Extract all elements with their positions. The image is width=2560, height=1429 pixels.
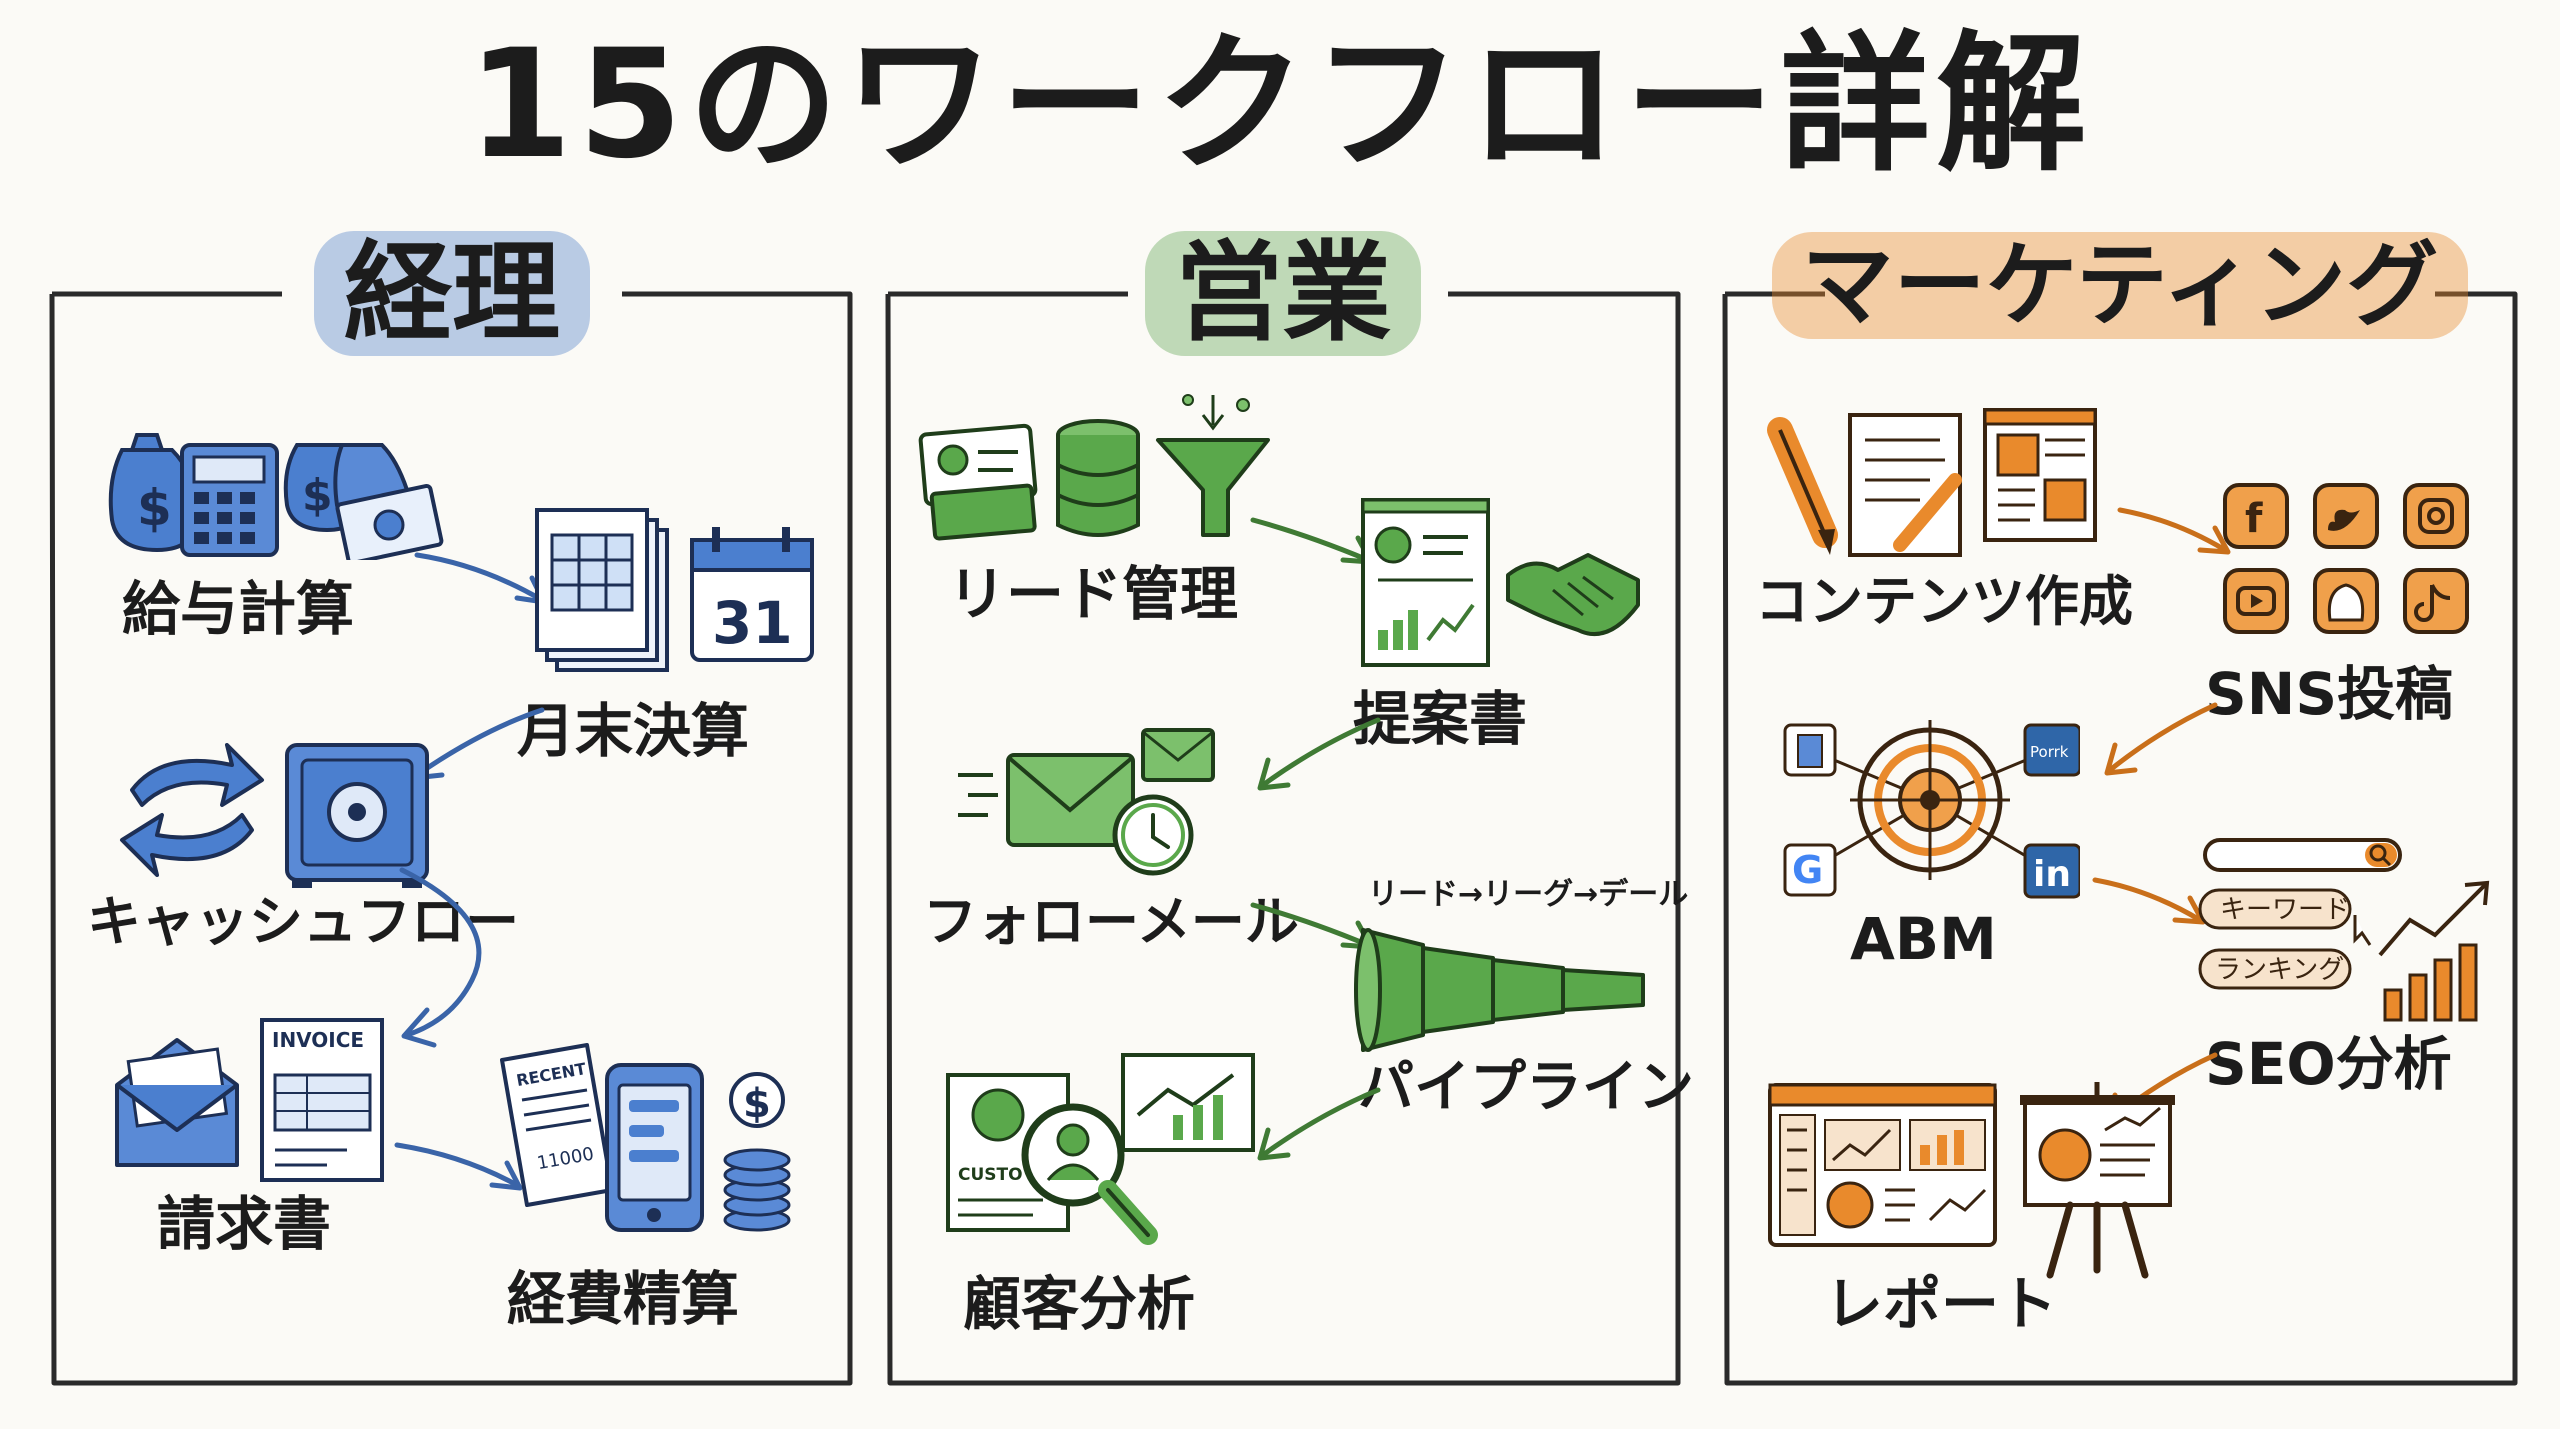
report-icon (1768, 1082, 2175, 1279)
pipeline-stages: リード→リーグ→デール (1368, 877, 1689, 912)
item-lead-management: リード管理 (948, 560, 1239, 628)
item-sns: SNS投稿 (2205, 660, 2454, 728)
item-cashflow: キャッシュフロー (87, 890, 519, 953)
item-abm: ABM (1850, 905, 1997, 973)
svg-text:$: $ (302, 470, 333, 521)
arrow-icon (394, 1142, 523, 1191)
proposal-icon (1361, 498, 1640, 667)
arrow-icon (2104, 702, 2218, 776)
payroll-icon: $ $ (108, 433, 444, 560)
panel-heading: 営業 (888, 231, 1678, 356)
follow-mail-icon (958, 728, 1215, 876)
arrow-icon (399, 867, 482, 1048)
item-follow-mail: フォローメール (923, 890, 1299, 953)
lead-management-icon (918, 394, 1270, 541)
linkedin-text: in (2033, 854, 2071, 895)
item-month-end: 月末決算 (517, 697, 750, 765)
svg-text:f: f (2245, 496, 2263, 542)
panel-heading: マーケティング (1725, 232, 2515, 339)
svg-text:$: $ (743, 1081, 771, 1127)
panel-sales: 営業 リード管理 提案書 (885, 231, 1694, 1386)
item-expense: 経費精算 (507, 1265, 740, 1333)
item-report: レポート (1825, 1270, 2058, 1338)
panel-frame (885, 291, 1681, 1386)
arrow-icon (2117, 507, 2231, 555)
svg-text:G: G (1792, 848, 1823, 892)
panel-accounting: 経理 $ $ 給与計算 31 月末決算 (49, 231, 853, 1386)
month-end-icon: 31 (535, 508, 814, 672)
sns-icons: f (2223, 483, 2469, 634)
cashflow-icon (120, 743, 429, 888)
customer-card-text: CUSTO (958, 1165, 1023, 1185)
panel-frame (1722, 291, 2518, 1386)
item-content-creation: コンテンツ作成 (1755, 570, 2133, 633)
badge-text: Porrk (2030, 743, 2069, 761)
arrow-icon (1257, 717, 1381, 791)
customer-analysis-icon: CUSTO (946, 1053, 1255, 1245)
arrow-icon (1257, 1087, 1381, 1161)
invoice-text: INVOICE (272, 1028, 364, 1052)
heading-accounting: 経理 (313, 231, 590, 356)
heading-sales: 営業 (1144, 231, 1421, 356)
invoice-icon: INVOICE (115, 1018, 384, 1182)
abm-icon: Porrk G in (1783, 720, 2080, 899)
pipeline-icon (1354, 928, 1645, 1052)
item-payroll: 給与計算 (122, 575, 355, 643)
item-customer-analysis: 顧客分析 (963, 1270, 1196, 1338)
heading-marketing: マーケティング (1771, 232, 2469, 339)
expense-icon: RECENT 11000 $ (500, 1043, 791, 1232)
page-title: 15のワークフロー詳解 (467, 18, 2093, 192)
panel-frame (49, 291, 853, 1386)
svg-text:$: $ (137, 479, 172, 537)
calendar-day: 31 (712, 589, 793, 657)
panel-marketing: マーケティング コンテンツ作成 f SNS投稿 (1722, 232, 2525, 1386)
seo-icon: キーワード ランキング (2198, 838, 2490, 1022)
item-invoice: 請求書 (157, 1190, 332, 1258)
keyword-text: キーワード (2220, 895, 2350, 925)
ranking-text: ランキング (2215, 955, 2344, 985)
content-creation-icon (1767, 408, 2097, 557)
panel-heading: 経理 (52, 231, 852, 356)
arrow-icon (2092, 877, 2206, 925)
item-proposal: 提案書 (1353, 685, 1528, 753)
item-seo: SEO分析 (2205, 1030, 2452, 1098)
item-pipeline: パイプライン (1358, 1055, 1694, 1120)
